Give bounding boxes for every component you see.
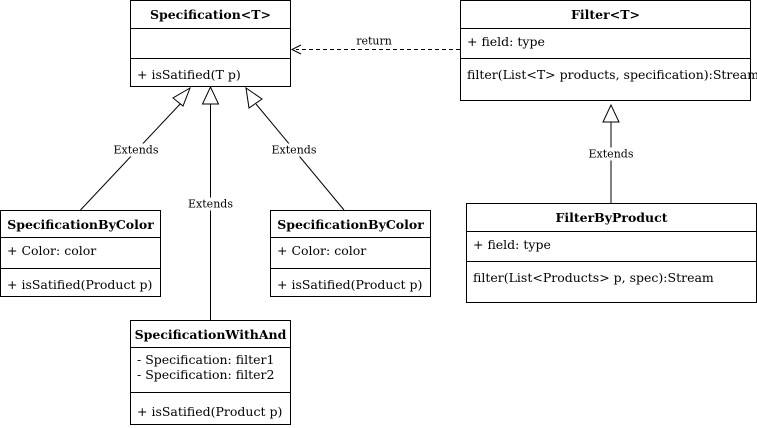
open-arrowhead-icon [290,44,302,55]
method-item: + isSatified(T p) [137,67,241,82]
class-specification[interactable]: Specification<T> + isSatified(T p) [130,0,291,87]
extends-label: Extends [112,143,160,157]
methods-compartment: + isSatified(Product p) [1,268,160,296]
class-specification-by-color-left[interactable]: SpecificationByColor + Color: color + is… [0,210,161,297]
attributes-compartment: + field: type [461,28,750,58]
class-title: Filter<T> [571,7,640,22]
method-item: + isSatified(Product p) [277,277,423,292]
extends-label: Extends [270,143,318,157]
class-specification-with-and[interactable]: SpecificationWithAnd - Specification: fi… [130,320,291,425]
attribute-item: + field: type [473,237,551,252]
class-title: FilterByProduct [555,210,668,225]
attribute-item: - Specification: filter1 [137,352,275,367]
inheritance-triangle-icon [602,103,620,123]
methods-compartment: + isSatified(T p) [131,58,290,86]
method-item: + isSatified(Product p) [7,277,153,292]
attributes-compartment: + field: type [467,231,756,261]
method-item: + isSatified(Product p) [137,404,283,419]
class-title: SpecificationByColor [277,217,424,232]
attribute-item: + field: type [467,34,545,49]
inheritance-triangle-icon [201,85,220,105]
attribute-item: - Specification: filter2 [137,367,275,382]
class-title: SpecificationWithAnd [134,327,287,342]
inheritance-triangle-icon [172,86,191,107]
attributes-compartment: + Color: color [271,237,430,268]
class-specification-by-color-right[interactable]: SpecificationByColor + Color: color + is… [270,210,431,297]
method-item: filter(List<T> products, specification):… [467,67,757,82]
inheritance-triangle-icon [245,86,263,109]
class-filter-by-product[interactable]: FilterByProduct + field: type filter(Lis… [466,203,757,303]
attributes-compartment: + Color: color [1,237,160,268]
method-item: filter(List<Products> p, spec):Stream [473,270,714,285]
attributes-compartment [131,28,290,58]
methods-compartment: filter(List<T> products, specification):… [461,58,757,100]
attribute-item: + Color: color [277,243,367,258]
methods-compartment: filter(List<Products> p, spec):Stream [467,261,756,302]
methods-compartment: + isSatified(Product p) [131,392,290,424]
class-title: SpecificationByColor [7,217,154,232]
return-label: return [355,34,393,48]
attributes-compartment: - Specification: filter1 - Specification… [131,347,290,392]
extends-color-right-line [255,103,345,211]
methods-compartment: + isSatified(Product p) [271,268,430,296]
extends-label: Extends [587,147,635,161]
class-filter[interactable]: Filter<T> + field: type filter(List<T> p… [460,0,757,101]
class-title: Specification<T> [149,7,272,22]
attribute-item: + Color: color [7,243,97,258]
extends-label: Extends [187,197,234,211]
